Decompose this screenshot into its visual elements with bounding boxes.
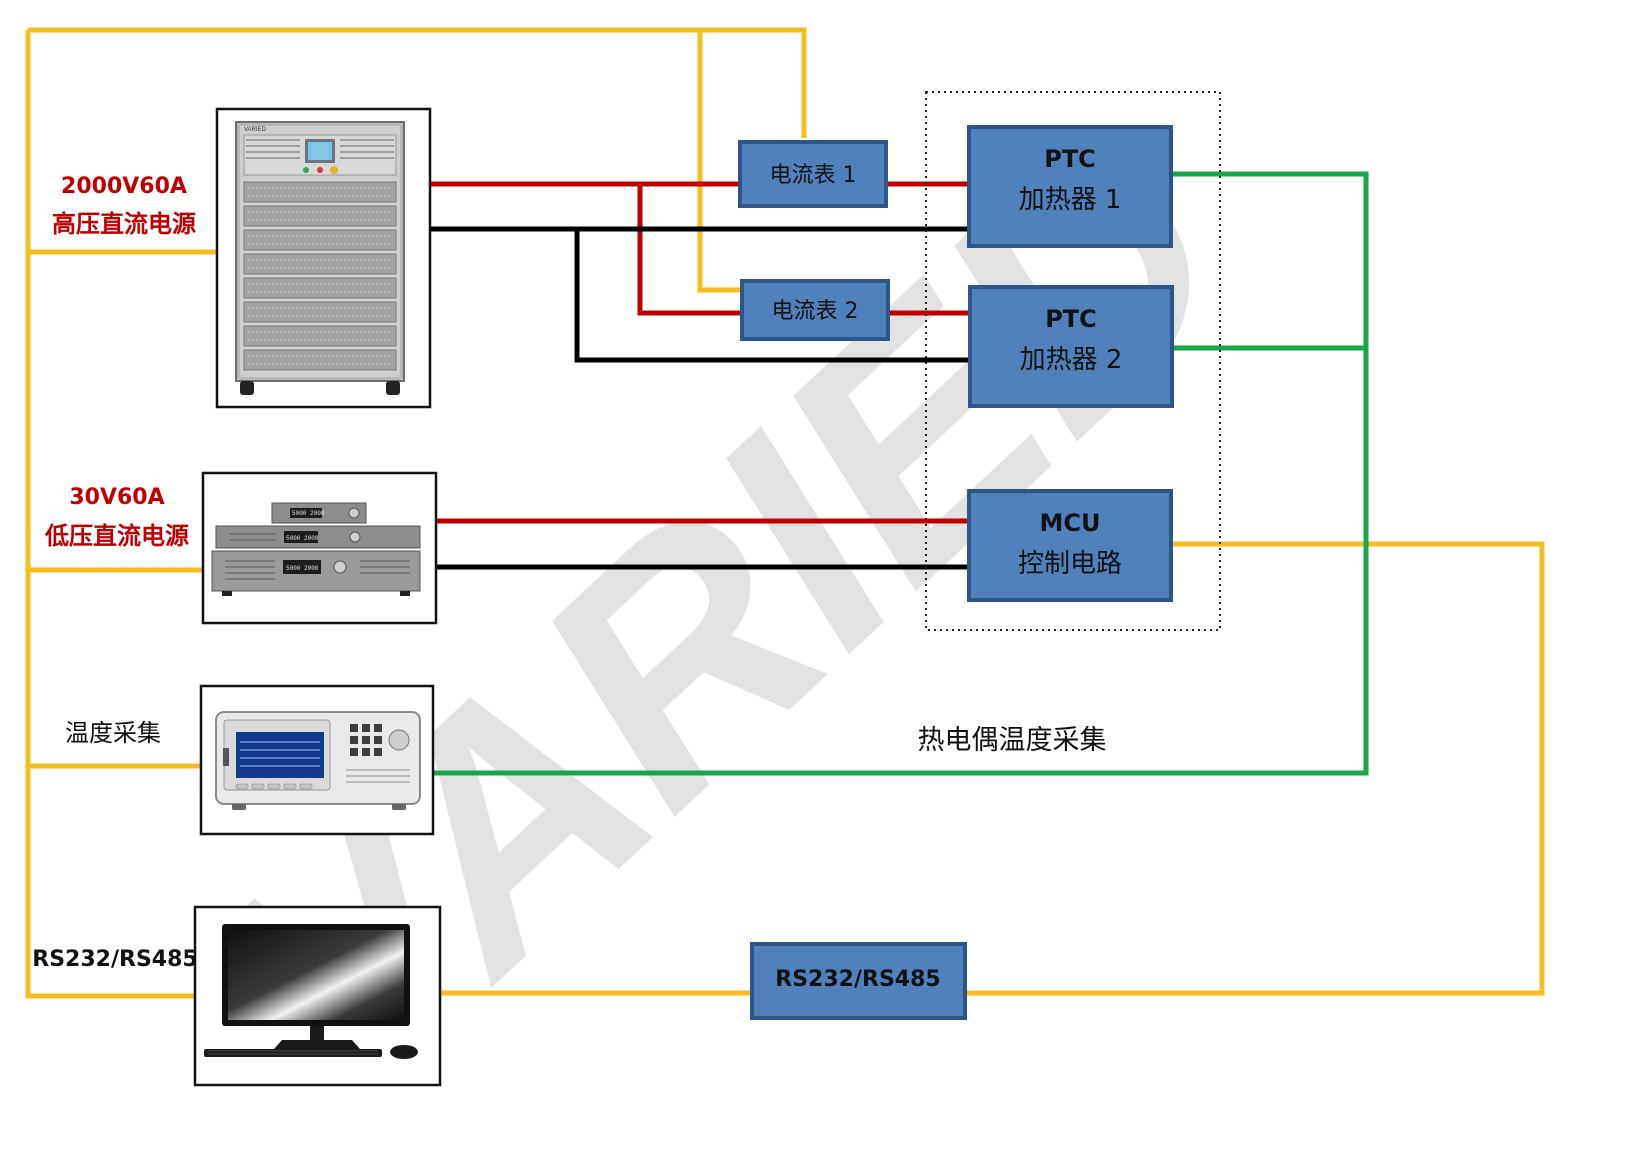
- dut-boundary: [925, 91, 1221, 631]
- ammeter1-block: 电流表 1: [738, 140, 888, 208]
- svg-text:5000 2000: 5000 2000: [286, 535, 319, 542]
- hv-positive-to-ammeter2: [637, 184, 742, 316]
- bench-power-supply-icon: 5000 2000 5000 2000 5000 2000: [211, 502, 421, 596]
- temp-logger-label: 温度采集: [65, 719, 161, 747]
- temp-logger-unit: [199, 684, 435, 836]
- ptc1-block: PTC 加热器 1: [967, 125, 1173, 248]
- ptc1-thermocouple-wire: [434, 171, 1369, 776]
- hv-negative-to-ptc2: [574, 229, 970, 363]
- lv-supply-rating: 30V60A: [69, 485, 164, 510]
- svg-text:5000 2000: 5000 2000: [286, 565, 319, 572]
- main-signal-bus: [28, 27, 807, 138]
- svg-text:5000 2000: 5000 2000: [292, 510, 325, 517]
- comm-box: [750, 942, 967, 1020]
- comm-to-mcu-wire: [965, 541, 1545, 996]
- mcu-title: MCU: [1040, 509, 1101, 537]
- ptc2-box: [968, 285, 1174, 408]
- ptc1-title: PTC: [1044, 145, 1096, 173]
- hv-supply-name: 高压直流电源: [52, 210, 196, 238]
- ammeter2-block: 电流表 2: [740, 279, 890, 341]
- ammeter2-label: 电流表 2: [772, 299, 859, 324]
- ptc2-title: PTC: [1045, 305, 1097, 333]
- ptc2-subtitle: 加热器 2: [1020, 345, 1123, 375]
- desktop-computer-icon: [204, 924, 418, 1059]
- rack-cabinet-icon: VARIED: [235, 121, 405, 395]
- positive-wires: [430, 181, 970, 524]
- comm-block: RS232/RS485: [750, 942, 967, 1020]
- lv-supply-name: 低压直流电源: [44, 522, 189, 550]
- mcu-box: [967, 489, 1173, 602]
- mcu-subtitle: 控制电路: [1018, 549, 1122, 579]
- pc-comm-label: RS232/RS485: [32, 947, 197, 972]
- ammeter1-box: [738, 140, 888, 208]
- negative-wires: [430, 226, 970, 570]
- ammeter1-label: 电流表 1: [770, 163, 857, 188]
- ammeter2-signal-wire: [697, 30, 742, 293]
- rack-brand-text: VARIED: [244, 127, 267, 133]
- temperature-recorder-icon: [215, 711, 421, 810]
- ptc2-block: PTC 加热器 2: [968, 285, 1174, 408]
- ptc1-box: [967, 125, 1173, 248]
- hv-supply-unit: VARIED: [215, 107, 432, 409]
- hv-supply-rating: 2000V60A: [61, 174, 187, 199]
- ptc1-subtitle: 加热器 1: [1019, 185, 1122, 215]
- lv-supply-unit: 5000 2000 5000 2000 5000 2000: [201, 471, 438, 625]
- thermocouple-label: 热电偶温度采集: [918, 725, 1107, 756]
- pc-unit: [193, 905, 442, 1087]
- ammeter2-box: [740, 279, 890, 341]
- mcu-block: MCU 控制电路: [967, 489, 1173, 602]
- comm-label: RS232/RS485: [775, 967, 940, 992]
- thermocouple-wires: [434, 171, 1369, 776]
- signal-wires: [25, 27, 1545, 999]
